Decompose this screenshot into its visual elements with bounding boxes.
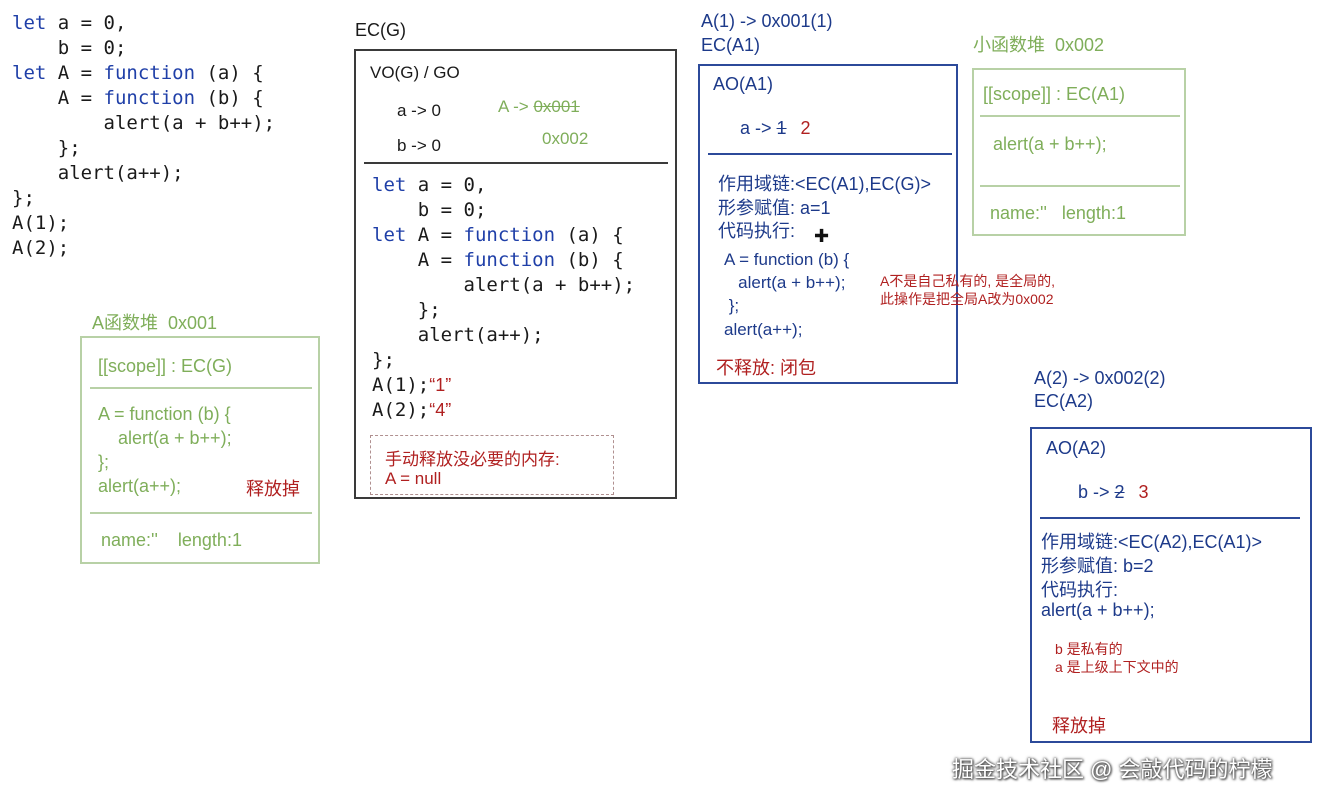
eca1-head: EC(A1) — [701, 35, 761, 55]
vo-A-new: 0x002 — [542, 129, 589, 148]
exec-code: }; — [724, 296, 740, 315]
code-line: alert(a + b++); — [12, 112, 276, 134]
annotation: A不是自己私有的, 是全局的, — [880, 273, 1056, 289]
code-line: b = 0; — [372, 199, 487, 221]
release-note-box — [370, 435, 614, 495]
heap-a-code: A = function (b) { — [98, 404, 231, 424]
code-line: let A = function (a) { — [372, 224, 624, 246]
param-assign: 形参赋值: a=1 — [718, 198, 831, 218]
code-line: }; — [12, 137, 81, 159]
annotation: 此操作是把全局A改为0x002 — [880, 291, 1054, 307]
heap-b-meta: name:'' length:1 — [990, 203, 1126, 223]
divider — [708, 153, 952, 155]
heap-b-title: 小函数堆 0x002 — [973, 35, 1105, 55]
heap-a-code: alert(a + b++); — [98, 428, 232, 448]
heap-a-box — [80, 336, 320, 564]
release-label: 释放掉 — [246, 479, 300, 499]
cursor-move-icon: ✚ — [814, 226, 830, 246]
divider — [980, 115, 1180, 117]
ecg-box — [354, 49, 677, 499]
code-exec: 代码执行: — [718, 221, 796, 241]
ao-a1: AO(A1) — [713, 74, 774, 94]
heap-a-code: alert(a++); — [98, 476, 182, 496]
code-line: alert(a++); — [372, 324, 544, 346]
heap-a-code: }; — [98, 452, 110, 472]
code-line: let a = 0, — [372, 174, 487, 196]
code-line: A = function (b) { — [12, 87, 264, 109]
heap-a-title: A函数堆 0x001 — [92, 313, 218, 333]
vo-a: a -> 0 — [397, 101, 441, 120]
heap-a-meta: name:'' length:1 — [101, 530, 242, 550]
closure-label: 不释放: 闭包 — [716, 358, 817, 378]
vo-A: A -> 0x001 — [498, 97, 580, 116]
release-note: 手动释放没必要的内存: — [385, 450, 560, 469]
annotation: b 是私有的 — [1055, 641, 1123, 657]
code-line: let A = function (a) { — [12, 62, 264, 84]
annotation: a 是上级上下文中的 — [1055, 659, 1179, 675]
code-line: alert(a + b++); — [372, 274, 636, 296]
code-line: }; — [372, 299, 441, 321]
eca2-head: EC(A2) — [1034, 391, 1094, 411]
vo-b: b -> 0 — [397, 136, 441, 155]
exec-code: alert(a + b++); — [1041, 600, 1155, 620]
release-note: A = null — [385, 469, 442, 488]
watermark: 掘金技术社区 @ 会敲代码的柠檬 — [952, 757, 1273, 782]
eca2-box — [1030, 427, 1312, 743]
code-line: alert(a++); — [12, 162, 184, 184]
eca2-head: A(2) -> 0x002(2) — [1034, 368, 1166, 388]
code-exec: 代码执行: — [1041, 580, 1119, 600]
eca1-box — [698, 64, 958, 384]
code-line: let a = 0, — [12, 12, 127, 34]
exec-code: alert(a++); — [724, 320, 803, 339]
divider — [1040, 517, 1300, 519]
code-line: A(2); — [12, 237, 70, 259]
code-line: A(2);“4” — [372, 399, 452, 421]
heap-b-code: alert(a + b++); — [993, 134, 1107, 154]
code-line: A = function (b) { — [372, 249, 624, 271]
heap-a-scope: [[scope]] : EC(G) — [98, 356, 233, 376]
param-assign: 形参赋值: b=2 — [1041, 556, 1154, 576]
heap-b-scope: [[scope]] : EC(A1) — [983, 84, 1126, 104]
code-line: A(1);“1” — [372, 374, 452, 396]
divider — [90, 387, 312, 389]
ao-a2: AO(A2) — [1046, 438, 1107, 458]
vo-label: VO(G) / GO — [370, 63, 460, 82]
scope-chain: 作用域链:<EC(A1),EC(G)> — [718, 174, 932, 194]
exec-code: A = function (b) { — [724, 250, 850, 269]
code-line: }; — [12, 187, 35, 209]
release-label: 释放掉 — [1052, 716, 1106, 736]
divider — [364, 162, 668, 164]
eca1-head: A(1) -> 0x001(1) — [701, 11, 833, 31]
code-line: b = 0; — [12, 37, 127, 59]
exec-code: alert(a + b++); — [724, 273, 846, 292]
divider — [90, 512, 312, 514]
divider — [980, 185, 1180, 187]
code-line: A(1); — [12, 212, 70, 234]
ecg-title: EC(G) — [355, 20, 406, 40]
code-line: }; — [372, 349, 395, 371]
heap-b-box — [972, 68, 1186, 236]
scope-chain: 作用域链:<EC(A2),EC(A1)> — [1041, 532, 1263, 552]
